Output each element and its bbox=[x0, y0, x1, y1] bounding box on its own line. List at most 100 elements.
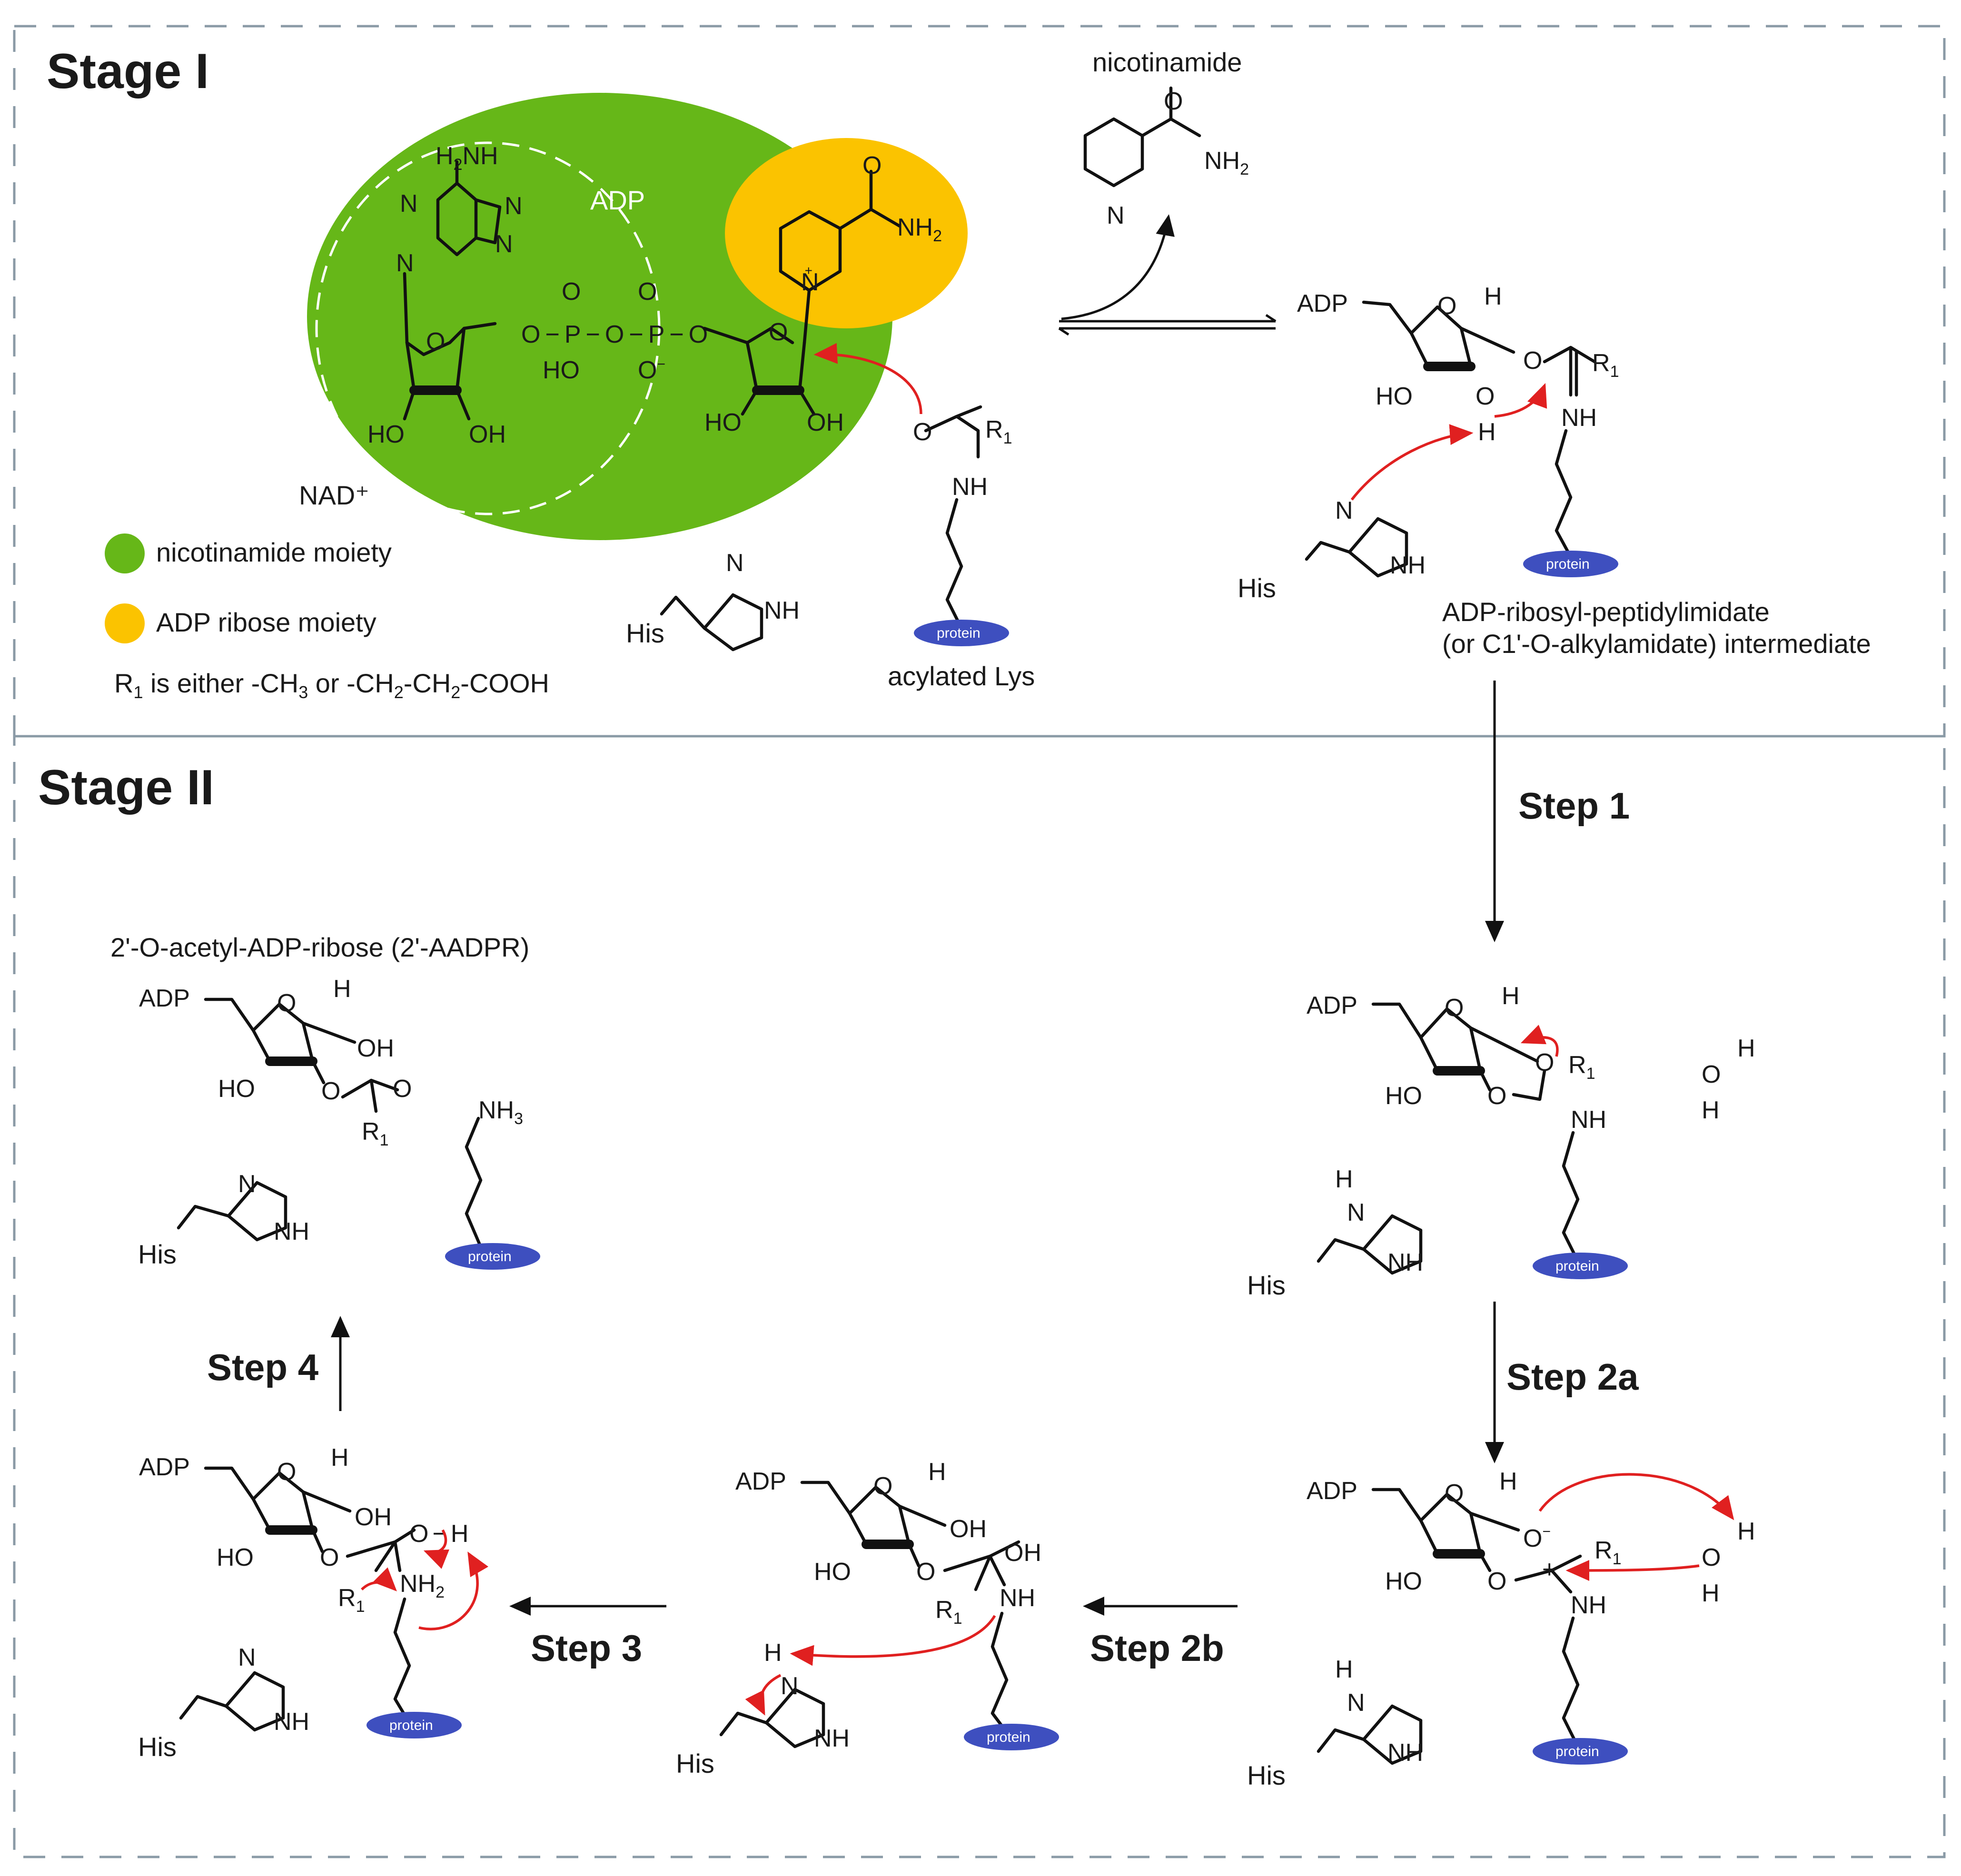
int-nh-plus: NH bbox=[1561, 404, 1597, 432]
nicotinamide-release-arrow bbox=[1061, 214, 1175, 320]
legend-yellow-swatch bbox=[105, 603, 145, 643]
imidate-intermediate: ADP O H HO O H O R1 NH protein N NH His … bbox=[1238, 283, 1871, 659]
stage-frames bbox=[13, 25, 1946, 1858]
orth-ho: HO bbox=[814, 1558, 851, 1586]
ribose-2-oh-bonds bbox=[741, 388, 816, 416]
ox-bonds bbox=[1419, 1511, 1582, 1594]
ox-adp: ADP bbox=[1307, 1477, 1357, 1505]
step2b-label: Step 2b bbox=[1090, 1627, 1224, 1669]
pyridinium-ring bbox=[779, 169, 901, 292]
cyc-his-h: H bbox=[1335, 1165, 1353, 1193]
ribose-2-ho: HO bbox=[704, 409, 742, 436]
cyc-arrow bbox=[1520, 1025, 1559, 1057]
yellow-moiety-ellipse bbox=[725, 138, 968, 328]
phosphate-chain: O−P−O−P−O bbox=[521, 321, 708, 348]
ribose-1-ho: HO bbox=[367, 421, 405, 448]
ox-his-h: H bbox=[1335, 1656, 1353, 1683]
adenine-amine: H2NH bbox=[436, 142, 498, 174]
ribose-2-sides bbox=[745, 341, 806, 392]
col-o-h: O−H bbox=[409, 1520, 468, 1548]
ox-o2: O bbox=[1487, 1568, 1506, 1595]
collapse-intermediate: ADP O H OH HO O O−H R1 NH2 protein N NH … bbox=[138, 1444, 489, 1762]
int-lys-chain bbox=[1555, 429, 1573, 559]
fp-r1: R1 bbox=[362, 1118, 388, 1149]
fp-ribose-o: O bbox=[277, 989, 296, 1017]
ox-his-nh: NH bbox=[1387, 1739, 1423, 1767]
col-his-ring bbox=[179, 1671, 285, 1732]
ribose-2-oh: OH bbox=[807, 409, 844, 436]
cyc-protein-badge bbox=[1533, 1253, 1628, 1279]
step4-label: Step 4 bbox=[207, 1346, 318, 1388]
ox-water-o: O bbox=[1702, 1544, 1721, 1571]
ox-his-ring bbox=[1317, 1704, 1423, 1765]
col-arrow-3 bbox=[418, 1551, 489, 1630]
equilibrium-arrow-head-fwd bbox=[1265, 314, 1277, 323]
int-ribose-sides bbox=[1409, 326, 1515, 368]
ribose-1-o: O bbox=[426, 328, 445, 355]
p1-hydroxyl: HO bbox=[543, 356, 580, 384]
adp-dashed-circle bbox=[315, 141, 661, 515]
int-his-nh: NH bbox=[1390, 552, 1426, 579]
histidine-stage1: N NH His bbox=[626, 549, 800, 652]
amide-nh2: NH2 bbox=[897, 214, 942, 245]
orth-oh1: OH bbox=[950, 1515, 987, 1543]
orth-bonds bbox=[848, 1504, 1020, 1591]
adenine-n2: N bbox=[505, 192, 523, 220]
nad-molecule: ADP H2NH N N N N O HO OH O−P−O−P−O O O H… bbox=[307, 93, 968, 540]
col-oh: OH bbox=[355, 1503, 392, 1531]
col-nh2: NH2 bbox=[400, 1570, 445, 1601]
p2-oxo: O bbox=[638, 278, 657, 306]
cyc-his-ring bbox=[1317, 1214, 1423, 1275]
step1-label: Step 1 bbox=[1518, 785, 1630, 827]
int-arrow-1 bbox=[1494, 383, 1547, 418]
fp-nh3-plus: NH3 bbox=[478, 1096, 523, 1128]
int-arrow-2 bbox=[1350, 424, 1474, 501]
col-protein-badge bbox=[366, 1712, 462, 1738]
water-h2: H bbox=[1702, 1096, 1720, 1124]
final-product: 2'-O-acetyl-ADP-ribose (2'-AADPR) ADP O … bbox=[110, 932, 540, 1270]
cyc-adp: ADP bbox=[1307, 992, 1357, 1019]
ox-ho: HO bbox=[1385, 1568, 1422, 1595]
his-1-label: His bbox=[626, 618, 664, 648]
orth-his-nh: NH bbox=[814, 1725, 850, 1752]
int-protein-badge bbox=[1523, 551, 1618, 577]
col-lys-chain bbox=[393, 1597, 411, 1725]
nicotinamide-product: nicotinamide N O NH2 bbox=[1083, 47, 1249, 229]
acyl-r1: R1 bbox=[985, 416, 1012, 447]
int-r1: R1 bbox=[1592, 349, 1619, 381]
ribose-1-top bbox=[405, 326, 466, 356]
nicotinamide-nh2: NH2 bbox=[1204, 147, 1249, 178]
legend-green-label: nicotinamide moiety bbox=[156, 537, 392, 567]
legend-yellow-label: ADP ribose moiety bbox=[156, 607, 376, 637]
cyc-ho: HO bbox=[1385, 1082, 1422, 1110]
col-protein-label: protein bbox=[389, 1718, 433, 1733]
fp-ho: HO bbox=[218, 1075, 255, 1103]
fp-o-carbonyl: O bbox=[393, 1075, 412, 1103]
int-ho: HO bbox=[1376, 383, 1413, 410]
int-h: H bbox=[1484, 283, 1502, 310]
nicotinamide-label: nicotinamide bbox=[1092, 47, 1242, 77]
fp-h: H bbox=[333, 975, 351, 1003]
intermediate-label-2: (or C1'-O-alkylamidate) intermediate bbox=[1442, 629, 1871, 659]
orth-his-h: H bbox=[764, 1639, 782, 1667]
cyc-his-nh: NH bbox=[1387, 1249, 1423, 1276]
lys-chain-1 bbox=[945, 498, 963, 630]
col-r1: R1 bbox=[338, 1584, 365, 1616]
col-his-nh: NH bbox=[274, 1708, 309, 1736]
orth-protein-badge bbox=[964, 1724, 1059, 1750]
nicotinamide-ring bbox=[1083, 86, 1201, 188]
orth-r1: R1 bbox=[935, 1596, 962, 1628]
fp-his-ring bbox=[177, 1181, 287, 1242]
col-ho: HO bbox=[217, 1544, 254, 1571]
legend-green-swatch bbox=[105, 533, 145, 573]
int-ribose-o: O bbox=[1437, 292, 1456, 320]
cyc-his-n-plus: N bbox=[1347, 1199, 1365, 1226]
orth-arrow-1 bbox=[790, 1615, 996, 1666]
ox-h: H bbox=[1499, 1468, 1517, 1495]
ox-water-h1: H bbox=[1737, 1518, 1755, 1545]
ox-lys-chain bbox=[1562, 1616, 1580, 1748]
cyc-bonds bbox=[1419, 1026, 1546, 1101]
cyc-h: H bbox=[1502, 982, 1520, 1010]
orth-protein-label: protein bbox=[987, 1729, 1030, 1745]
int-o2: O bbox=[1476, 383, 1495, 410]
